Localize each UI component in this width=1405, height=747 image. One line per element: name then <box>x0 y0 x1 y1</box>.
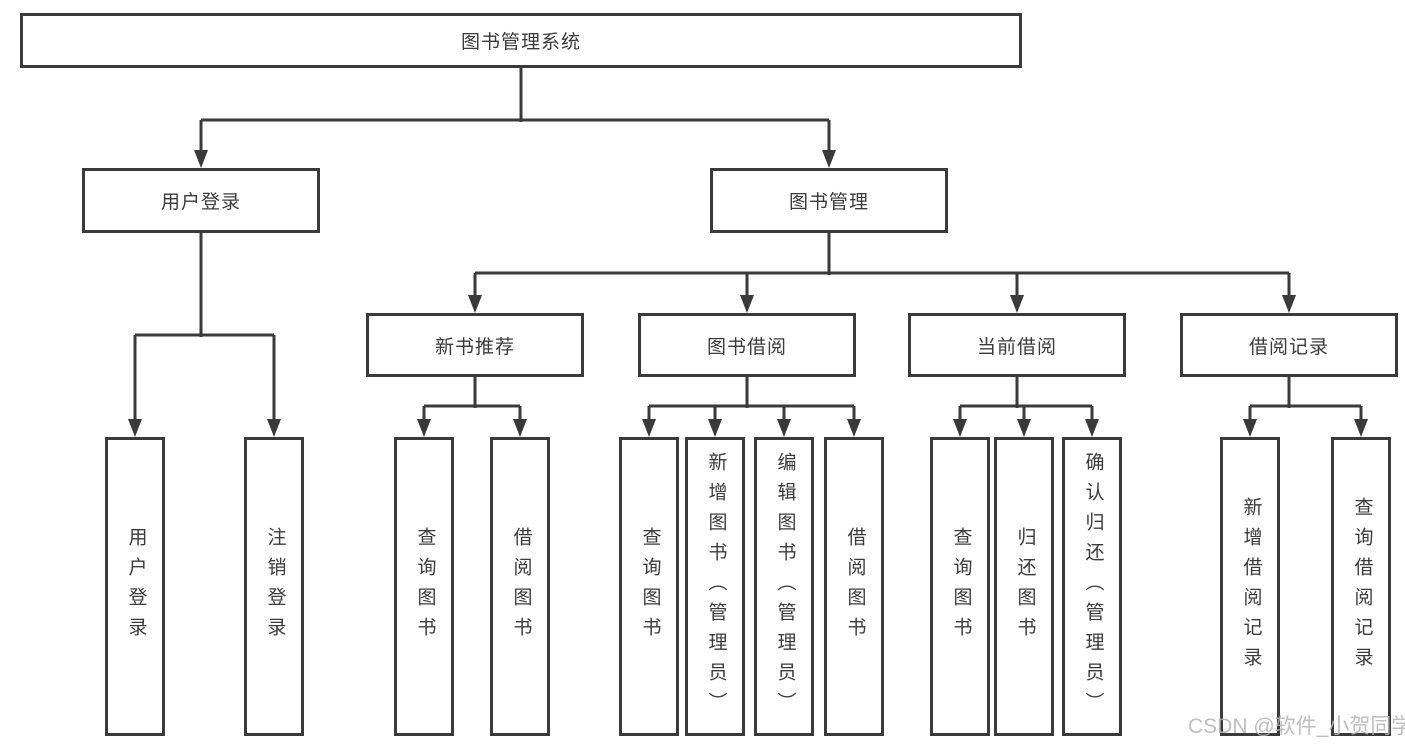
node-root-label: 图书管理系统 <box>460 32 581 53</box>
node-current-borrowing: 当前借阅 <box>908 313 1126 377</box>
leaf-query-books-2: 查询图书 <box>619 437 679 736</box>
leaf-return-books: 归还图书 <box>994 437 1054 736</box>
leaf-user-login-label: 用户登录 <box>125 526 147 647</box>
leaf-add-borrow-record-label: 新增借阅记录 <box>1240 496 1262 677</box>
leaf-logout-label: 注销登录 <box>264 526 286 647</box>
leaf-confirm-return-admin: 确认归还（管理员） <box>1062 437 1122 736</box>
leaf-borrow-books-1-label: 借阅图书 <box>510 526 532 647</box>
leaf-borrow-books-1: 借阅图书 <box>490 437 550 736</box>
leaf-edit-books-admin: 编辑图书（管理员） <box>754 437 814 736</box>
leaf-query-books-3: 查询图书 <box>930 437 990 736</box>
leaf-borrow-books-2: 借阅图书 <box>824 437 884 736</box>
node-borrowing-records: 借阅记录 <box>1180 313 1398 377</box>
leaf-user-login: 用户登录 <box>105 437 165 736</box>
leaf-confirm-return-admin-label: 确认归还（管理员） <box>1082 451 1104 722</box>
leaf-add-borrow-record: 新增借阅记录 <box>1220 437 1280 736</box>
leaf-add-books-admin-label: 新增图书（管理员） <box>705 451 727 722</box>
node-current-borrowing-label: 当前借阅 <box>976 336 1057 358</box>
leaf-logout: 注销登录 <box>244 437 304 736</box>
leaf-query-borrow-record-label: 查询借阅记录 <box>1351 496 1373 677</box>
leaf-query-books-1: 查询图书 <box>394 437 454 736</box>
node-new-book-recommend: 新书推荐 <box>366 313 584 377</box>
leaf-query-books-3-label: 查询图书 <box>950 526 972 647</box>
leaf-add-books-admin: 新增图书（管理员） <box>685 437 745 736</box>
leaf-query-books-2-label: 查询图书 <box>639 526 661 647</box>
leaf-edit-books-admin-label: 编辑图书（管理员） <box>774 451 796 722</box>
node-book-borrowing: 图书借阅 <box>638 313 856 377</box>
leaf-borrow-books-2-label: 借阅图书 <box>844 526 866 647</box>
leaf-return-books-label: 归还图书 <box>1014 526 1036 647</box>
node-borrowing-records-label: 借阅记录 <box>1248 336 1329 358</box>
leaf-query-borrow-record: 查询借阅记录 <box>1331 437 1391 736</box>
csdn-watermark: CSDN @软件_小贺同学 <box>1188 715 1405 738</box>
leaf-query-books-1-label: 查询图书 <box>414 526 436 647</box>
node-root: 图书管理系统 <box>20 13 1022 68</box>
node-user-login-group: 用户登录 <box>82 168 320 233</box>
node-user-login-group-label: 用户登录 <box>160 192 241 213</box>
node-book-management: 图书管理 <box>710 168 948 233</box>
node-new-book-recommend-label: 新书推荐 <box>434 336 515 358</box>
node-book-borrowing-label: 图书借阅 <box>706 336 787 358</box>
node-book-management-label: 图书管理 <box>788 192 869 213</box>
